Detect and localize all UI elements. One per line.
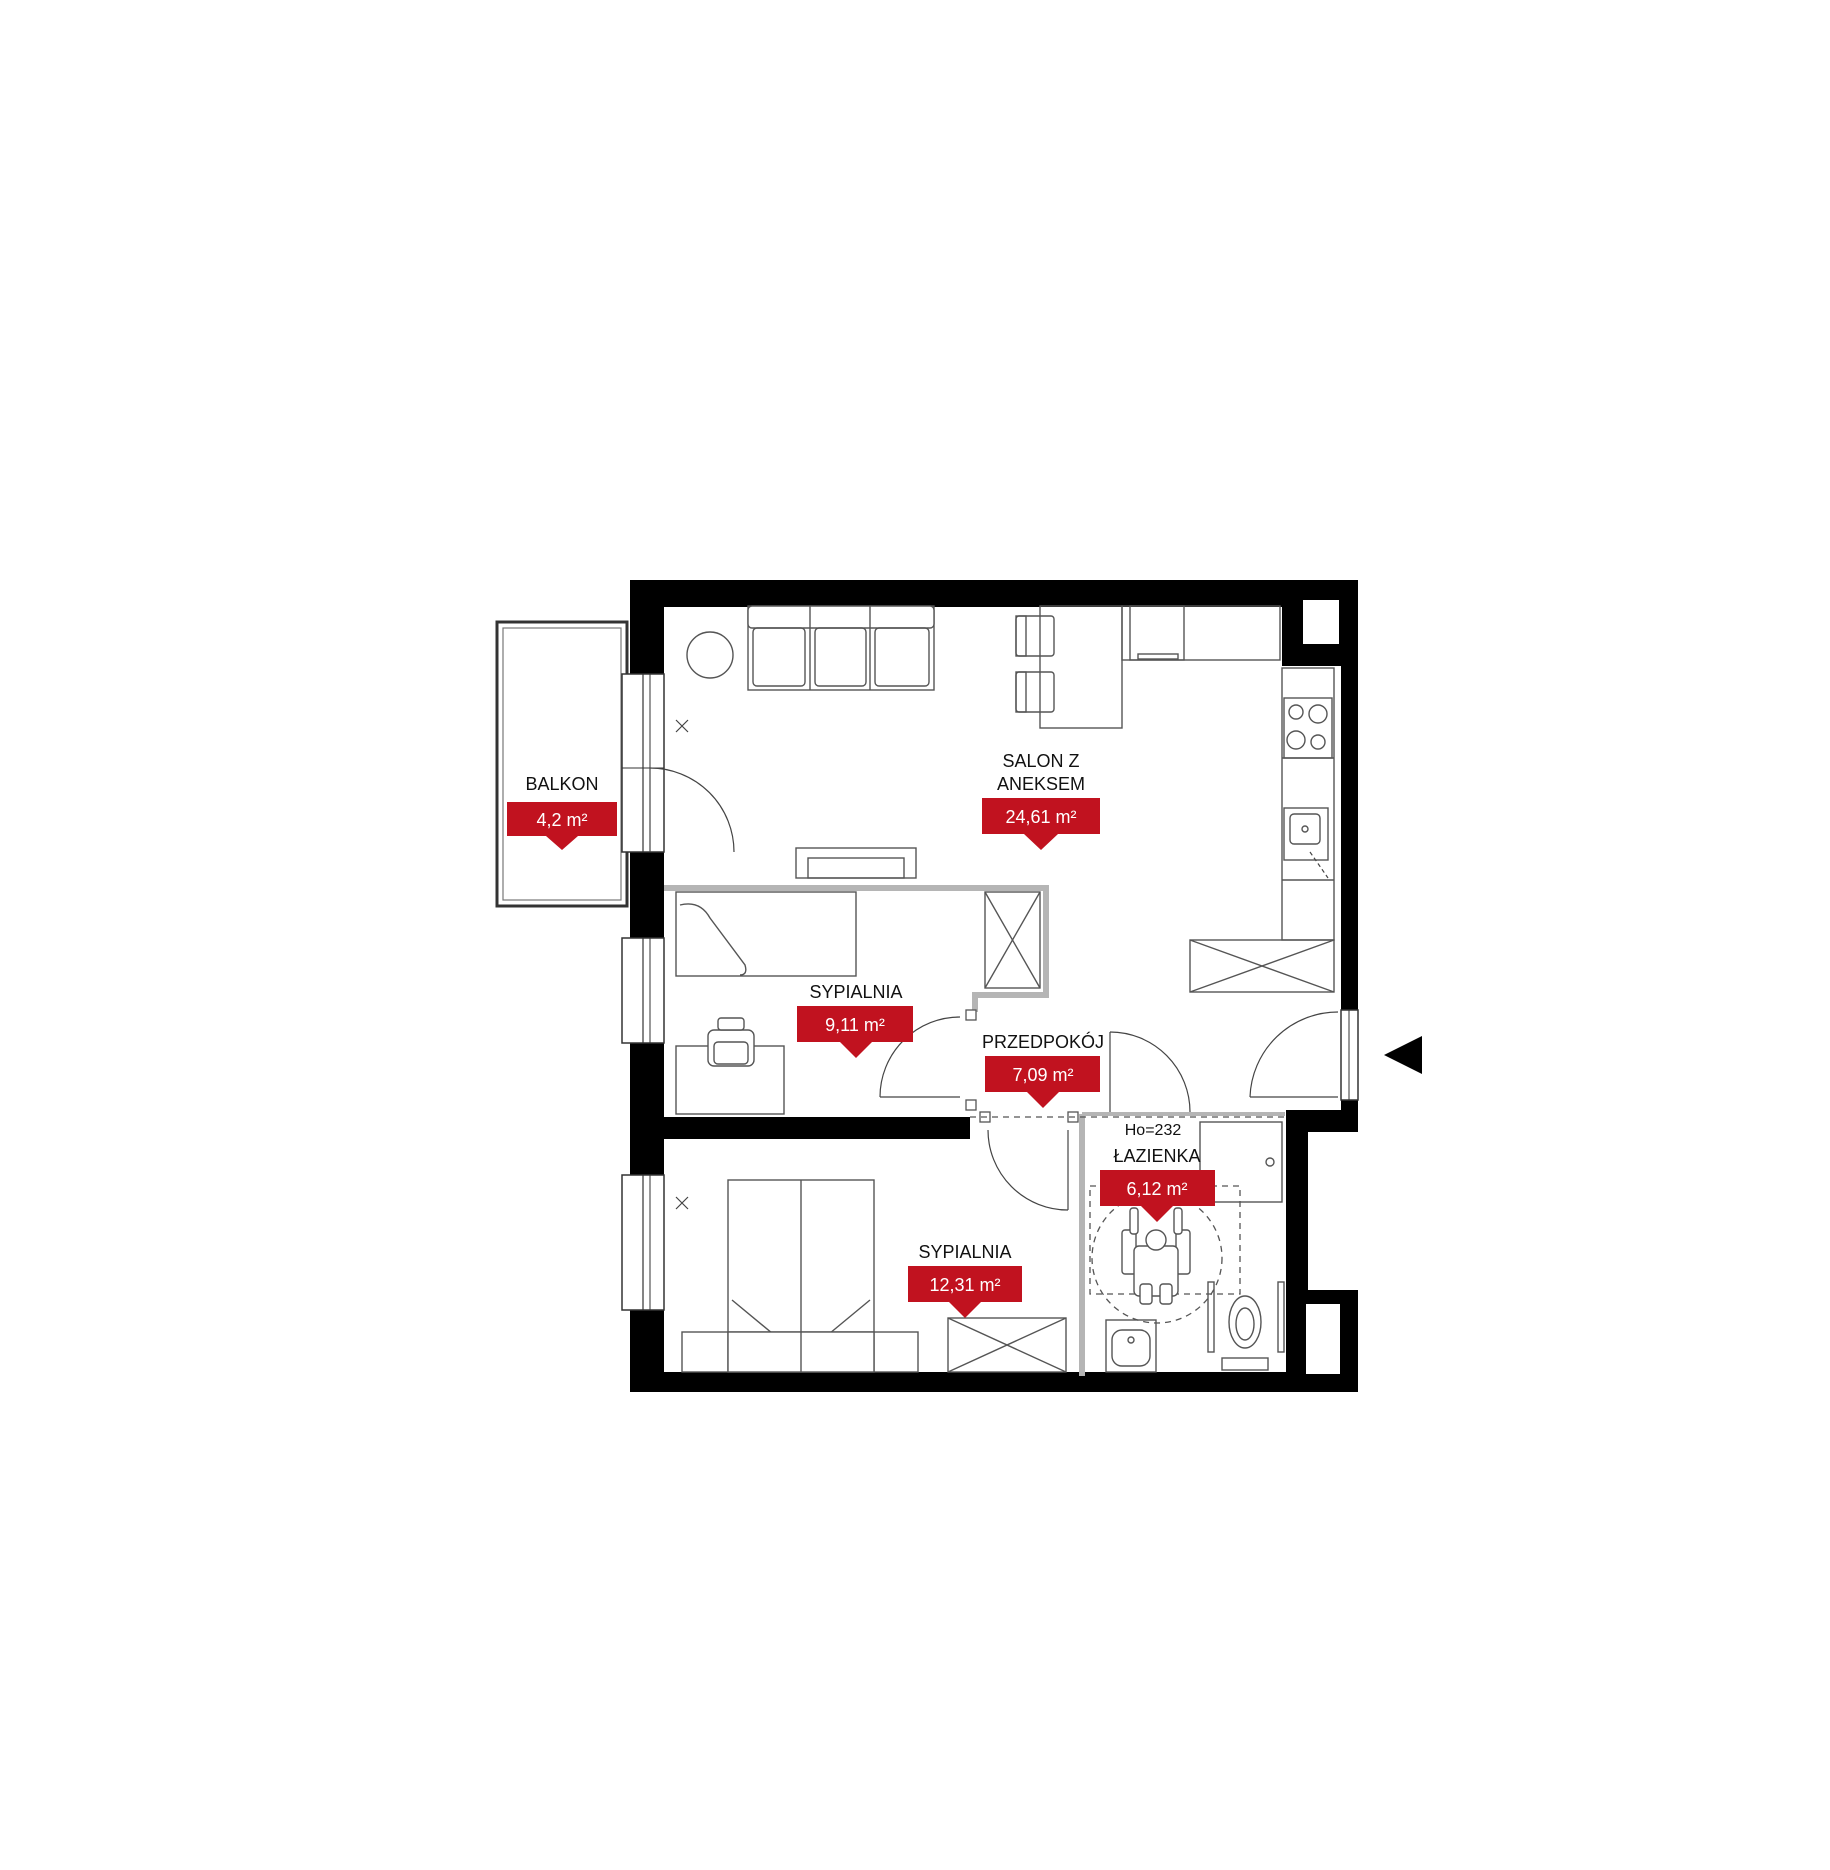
kitchen-cabinet	[1189, 939, 1335, 993]
label-sypialnia-large: SYPIALNIA 12,31 m²	[908, 1242, 1022, 1318]
room-name: SALON Z	[1002, 751, 1079, 771]
washbasin	[1105, 1319, 1157, 1373]
room-name: SYPIALNIA	[918, 1242, 1011, 1262]
label-przedpokoj: PRZEDPOKÓJ 7,09 m²	[982, 1031, 1104, 1108]
windows	[621, 673, 1359, 1311]
room-area: 7,09 m²	[1012, 1065, 1073, 1085]
balcony	[495, 620, 629, 908]
living-room-furniture	[686, 605, 1281, 879]
room-area: 4,2 m²	[536, 810, 587, 830]
entrance-arrow-icon	[1384, 1036, 1422, 1074]
partition-walls	[664, 885, 1285, 1376]
label-salon: SALON Z ANEKSEM 24,61 m²	[982, 751, 1100, 850]
label-balkon: BALKON 4,2 m²	[507, 774, 617, 850]
window-salon	[621, 673, 665, 853]
wheelchair-icon	[1121, 1207, 1191, 1305]
room-area: 6,12 m²	[1126, 1179, 1187, 1199]
wardrobe-small	[984, 891, 1041, 989]
window-bedroom-large	[621, 1174, 665, 1311]
sofa	[747, 605, 935, 691]
kitchen-island	[1039, 605, 1123, 729]
shower	[1199, 1121, 1283, 1203]
room-name: ŁAZIENKA	[1113, 1146, 1200, 1166]
room-name: PRZEDPOKÓJ	[982, 1031, 1104, 1052]
bedroom-large-door	[979, 1111, 1079, 1211]
kitchen-sink	[1282, 807, 1334, 881]
tv-stand	[795, 847, 917, 879]
room-area: 24,61 m²	[1005, 807, 1076, 827]
room-area: 9,11 m²	[825, 1015, 885, 1035]
outer-walls	[630, 580, 1358, 1392]
small-bedroom-furniture	[675, 891, 1041, 1115]
window-bedroom-small	[621, 937, 665, 1044]
kitchen-counter	[1189, 667, 1335, 993]
toilet	[1221, 1295, 1269, 1371]
double-bed	[681, 1179, 919, 1373]
wardrobe-large	[947, 1317, 1067, 1373]
single-bed	[675, 891, 857, 977]
label-sypialnia-small: SYPIALNIA 9,11 m²	[797, 982, 913, 1058]
entrance-door-frame	[1340, 1009, 1359, 1101]
doors	[649, 767, 1339, 1211]
large-bedroom-furniture	[681, 1179, 1067, 1373]
bathroom-fixtures	[1089, 1121, 1285, 1373]
desk-chair	[707, 1017, 755, 1067]
round-table	[686, 631, 734, 679]
window-open-marks	[675, 719, 689, 1210]
room-height-note: Ho=232	[1125, 1122, 1182, 1139]
room-name: BALKON	[525, 774, 598, 794]
bar-stools	[1015, 615, 1055, 713]
entrance-door	[1249, 1011, 1339, 1098]
room-name-line2: ANEKSEM	[997, 774, 1085, 794]
balcony-door	[649, 767, 735, 853]
cooktop	[1283, 697, 1333, 759]
label-lazienka: Ho=232 ŁAZIENKA 6,12 m²	[1100, 1122, 1215, 1222]
bathroom-door	[1109, 1031, 1191, 1113]
room-name: SYPIALNIA	[809, 982, 902, 1002]
room-area: 12,31 m²	[929, 1275, 1000, 1295]
